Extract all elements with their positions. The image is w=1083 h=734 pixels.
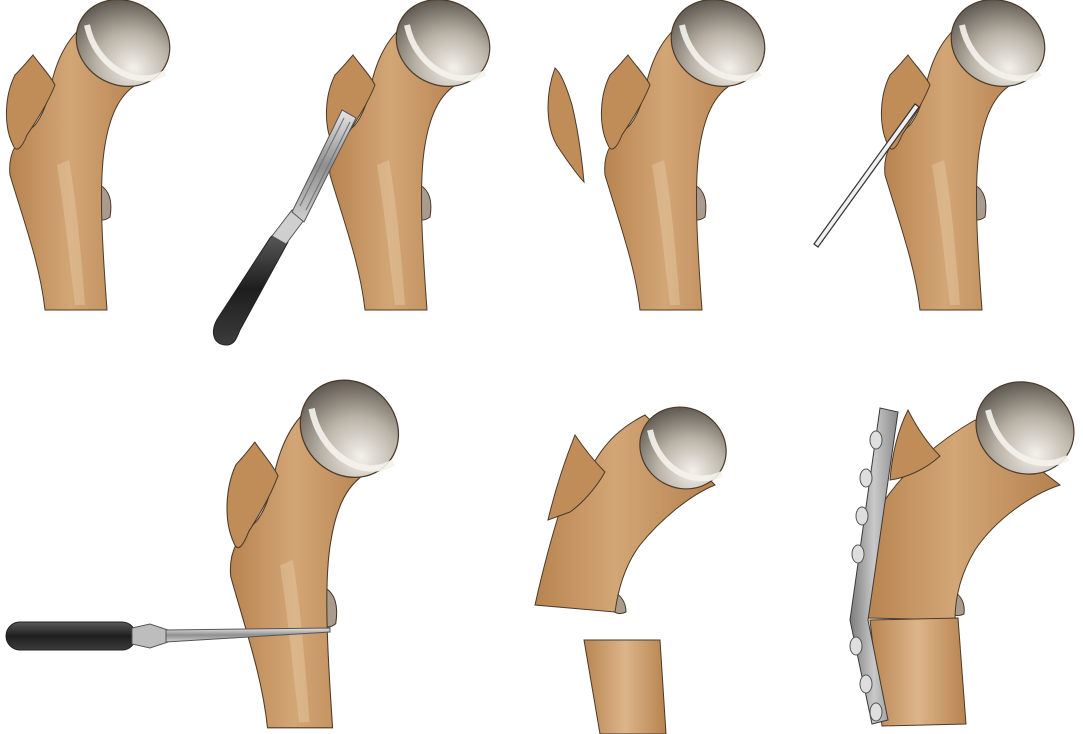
panel-step-2	[213, 0, 505, 345]
femur-bone	[227, 362, 415, 728]
femur-bone	[6, 0, 185, 310]
femur-bone	[601, 0, 780, 310]
panel-step-1	[6, 0, 185, 310]
femur-bone	[326, 0, 505, 310]
panel-step-3	[548, 0, 780, 310]
panel-step-4	[814, 0, 1060, 310]
trochanter-fragment	[548, 68, 584, 182]
panel-step-5	[6, 362, 415, 728]
panel-step-7	[850, 365, 1083, 726]
panel-step-6	[535, 392, 741, 734]
osteotome	[213, 110, 356, 345]
distal-fragment	[584, 640, 666, 734]
proximal-fragment	[868, 365, 1083, 620]
femur-bone	[881, 0, 1060, 310]
proximal-fragment	[535, 392, 741, 614]
